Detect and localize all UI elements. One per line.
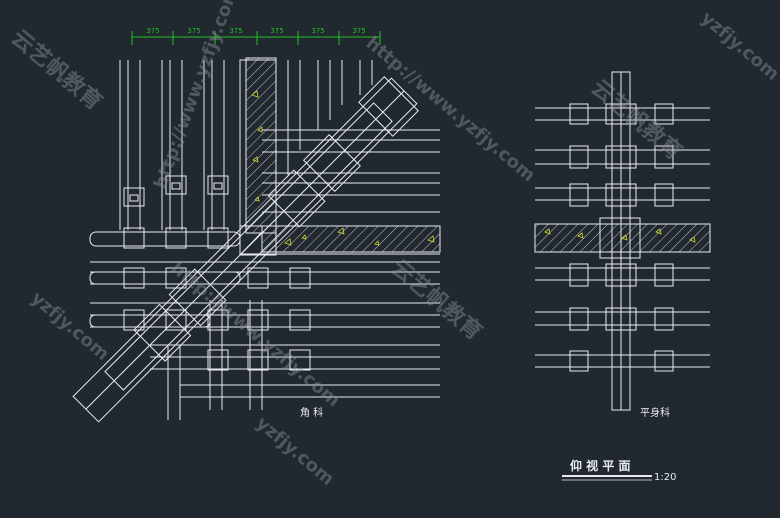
label-flat-bracket: 平身科 <box>640 406 670 419</box>
horizontal-beam <box>239 225 441 256</box>
dimension-label: 375 <box>146 27 159 35</box>
diagonal-arm <box>72 76 419 423</box>
watermark-url: http://www.yzfjy.com <box>167 258 344 411</box>
vertical-beam <box>239 57 277 256</box>
dimension-label: 375 <box>187 27 200 35</box>
label-corner-bracket: 角 科 <box>300 406 323 419</box>
vertical-members <box>119 60 373 420</box>
watermark-url-short: yzfjy.com <box>252 413 338 490</box>
watermark-url-short: yzfjy.com <box>27 288 113 365</box>
dimension-label: 375 <box>229 27 242 35</box>
corner-bracket-view: 375 375 375 375 375 375 <box>72 27 441 423</box>
concrete-markers <box>251 90 435 246</box>
bracket-blocks <box>123 175 311 371</box>
dimension-line <box>131 31 381 45</box>
title-block: 仰 视 平 面 1:20 <box>562 458 676 483</box>
flat-bracket-blocks <box>569 103 674 372</box>
watermark-brand: 云艺帆教育 <box>6 25 107 116</box>
flat-markers <box>544 228 696 243</box>
watermark-url-short: yzfjy.com <box>697 8 780 85</box>
dimension-label: 375 <box>311 27 324 35</box>
dimension-label: 375 <box>270 27 283 35</box>
flat-horizontal-members <box>535 107 710 368</box>
dimension-labels: 375 375 375 375 375 375 <box>146 27 365 35</box>
flat-beam <box>534 217 711 259</box>
watermark-brand: 云艺帆教育 <box>386 255 487 346</box>
flat-bracket-view: 平身科 <box>534 71 711 419</box>
drawing-scale: 1:20 <box>654 472 676 483</box>
drawing-title: 仰 视 平 面 <box>570 458 631 473</box>
dimension-label: 375 <box>352 27 365 35</box>
watermark-url: http://www.yzfjy.com <box>362 33 539 186</box>
